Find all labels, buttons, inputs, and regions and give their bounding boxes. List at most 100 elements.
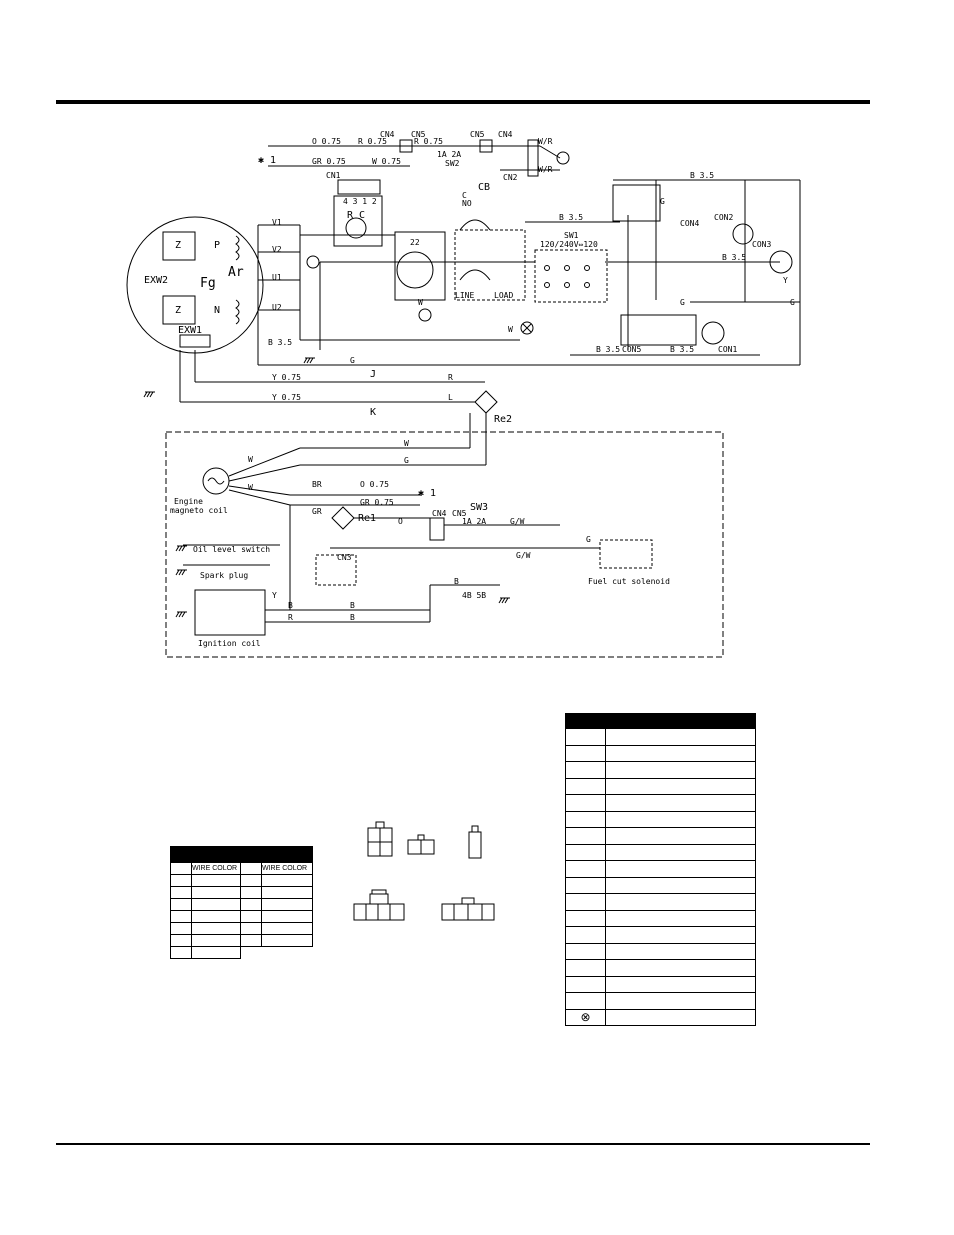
lamp-icon: ⊗ — [565, 1008, 606, 1026]
sw1-box — [534, 249, 608, 303]
re2-rectifier — [474, 390, 498, 414]
ignition-coil-box — [194, 589, 266, 636]
wire-label: W — [508, 325, 513, 334]
component-label: ✱ 1 — [258, 155, 276, 166]
column-header: WIRE COLOR — [191, 862, 241, 875]
lamp-icon — [520, 321, 534, 335]
component-label: 4B 5B — [462, 591, 486, 600]
wire-label: B 3.5 — [690, 171, 714, 180]
wire-label: G — [680, 298, 685, 307]
wire-label: B 3.5 — [722, 253, 746, 262]
table-row — [565, 860, 756, 878]
component-label: CN2 — [503, 173, 518, 182]
wire-label: B — [454, 577, 459, 586]
wire-label: Y 0.75 — [272, 393, 301, 402]
wire-label: B — [288, 601, 293, 610]
component-label: Oil level switch — [193, 545, 270, 554]
component-label: LOAD — [494, 291, 513, 300]
wire-label: B — [350, 601, 355, 610]
wire-label: GR 0.75 — [312, 157, 346, 166]
component-label: LINE — [455, 291, 474, 300]
component-label: ✱ 1 — [418, 488, 436, 499]
cn1-block — [337, 179, 381, 195]
component-label: Z — [175, 305, 181, 316]
table-row — [565, 843, 756, 861]
wire-label: J — [370, 369, 376, 380]
wire-label: W/R — [538, 137, 553, 146]
component-label: EXW1 — [178, 325, 202, 336]
component-label: 4 3 1 2 — [343, 197, 377, 206]
table-row — [170, 934, 313, 947]
connector-1pin — [468, 831, 482, 859]
wire-label: B 3.5 — [268, 338, 292, 347]
table-row — [565, 761, 756, 779]
connector-illustrations — [353, 821, 495, 921]
table-row — [565, 876, 756, 894]
wire-label: G/W — [516, 551, 531, 560]
wire-label: W — [248, 455, 253, 464]
table-row — [565, 744, 756, 762]
component-label: Ar — [228, 265, 244, 280]
component-label: CB — [478, 182, 490, 193]
component-label: Re1 — [358, 513, 376, 524]
component-label: C — [462, 191, 467, 200]
wire-label: B 3.5 — [559, 213, 583, 222]
component-label: CON3 — [752, 240, 771, 249]
terminal-label: V1 — [272, 218, 282, 227]
top-rule — [56, 100, 870, 104]
component-label: N — [214, 305, 220, 316]
table-row — [565, 975, 756, 993]
wire-label: GR — [312, 507, 322, 516]
terminal-label: U2 — [272, 303, 282, 312]
component-label: CN5 — [470, 130, 485, 139]
table-row — [565, 942, 756, 960]
wire-label: G/W — [510, 517, 525, 526]
component-label: CON2 — [714, 213, 733, 222]
engine-section — [165, 431, 724, 658]
s-terminal — [556, 151, 570, 165]
wire-label: B 3.5 — [596, 345, 620, 354]
rc-circle — [345, 217, 367, 239]
component-label: CN3 — [337, 553, 352, 562]
wire-label: B — [350, 613, 355, 622]
component-label: CON4 — [680, 219, 699, 228]
component-label: Fuel cut solenoid — [588, 577, 670, 586]
terminal-label: U1 — [272, 273, 282, 282]
component-label: Spark plug — [200, 571, 248, 580]
table-row — [170, 910, 313, 923]
con1-circle — [701, 321, 725, 345]
table-row — [565, 926, 756, 944]
component-label: Fg — [200, 276, 216, 291]
component-label: NO — [462, 199, 472, 208]
con2-circle — [732, 223, 754, 245]
wire-label: G — [790, 298, 795, 307]
wiring-diagram: O 0.75 R 0.75 R 0.75 GR 0.75 W 0.75 W/R … — [126, 130, 801, 658]
wire-label: Y — [783, 276, 788, 285]
wire-label: G — [404, 456, 409, 465]
component-label: CN5 — [452, 509, 467, 518]
wire-label: G — [350, 356, 355, 365]
wire-label: W/R — [538, 165, 553, 174]
cb-body — [394, 231, 446, 301]
table-row — [565, 893, 756, 911]
wire-label: W — [248, 483, 253, 492]
component-label: 1A 2A — [462, 517, 486, 526]
wire-label: R 0.75 — [414, 137, 443, 146]
table-row — [565, 777, 756, 795]
table-row — [170, 874, 313, 887]
component-label: Z — [175, 240, 181, 251]
wire-label: O 0.75 — [360, 480, 389, 489]
wire-label: R — [288, 613, 293, 622]
component-label: P — [214, 240, 220, 251]
wire-label: B 3.5 — [670, 345, 694, 354]
component-label: SW2 — [445, 159, 460, 168]
connector-3pin-a — [353, 903, 405, 921]
con4-box — [612, 184, 661, 222]
bottom-rule — [56, 1143, 870, 1145]
wire-label: G — [586, 535, 591, 544]
component-label: CN4 — [498, 130, 513, 139]
component-label: Engine — [174, 497, 203, 506]
wire-label: O — [398, 517, 403, 526]
component-label: CN4 — [380, 130, 395, 139]
wire-label: Y 0.75 — [272, 373, 301, 382]
